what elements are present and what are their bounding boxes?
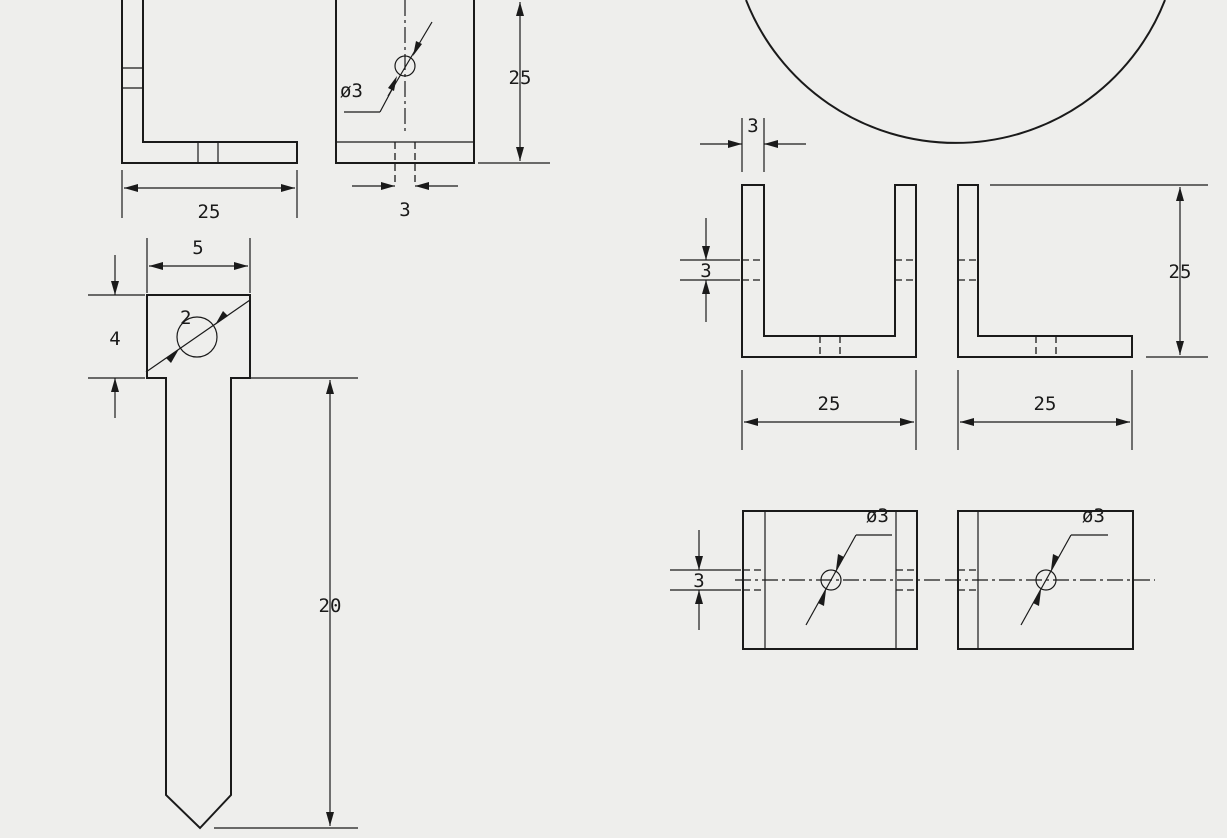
pin-head-width-label: 5 bbox=[192, 237, 203, 259]
bracket-side-width-label: 25 bbox=[198, 201, 221, 223]
u-bracket-hole-offset-label: 3 bbox=[700, 260, 711, 282]
bracket-front-view: ø3 25 3 bbox=[335, 0, 550, 221]
l-bracket-front-view: 25 25 bbox=[957, 184, 1208, 450]
bracket-thickness-label: 3 bbox=[399, 199, 410, 221]
large-circle-view bbox=[745, 0, 1166, 144]
bracket-side-view: 25 bbox=[121, 0, 298, 223]
l-bracket-top-hole-circle bbox=[1035, 569, 1057, 591]
pin-length-label: 20 bbox=[319, 595, 342, 617]
u-bracket-top-hole-label: ø3 bbox=[866, 505, 889, 527]
u-bracket-top-offset-label: 3 bbox=[693, 570, 704, 592]
l-bracket-top-view: ø3 bbox=[945, 505, 1155, 650]
u-bracket-front-view: 3 3 25 bbox=[680, 115, 917, 450]
u-bracket-top-view: ø3 3 bbox=[670, 505, 940, 650]
l-bracket-top-hole-label: ø3 bbox=[1082, 505, 1105, 527]
bracket-hole-circle bbox=[394, 55, 416, 77]
pin-hole-circle bbox=[176, 316, 218, 358]
u-bracket-top-hole-circle bbox=[820, 569, 842, 591]
u-bracket-thickness-label: 3 bbox=[747, 115, 758, 137]
l-bracket-width-label: 25 bbox=[1034, 393, 1057, 415]
bracket-hole-diameter-label: ø3 bbox=[340, 80, 363, 102]
pin-hole-label: 2 bbox=[180, 307, 191, 329]
u-bracket-width-label: 25 bbox=[818, 393, 841, 415]
pin-head-height-label: 4 bbox=[109, 328, 120, 350]
pin-view: 5 4 2 20 bbox=[88, 237, 358, 830]
bracket-height-label: 25 bbox=[509, 67, 532, 89]
l-bracket-height-label: 25 bbox=[1169, 261, 1192, 283]
